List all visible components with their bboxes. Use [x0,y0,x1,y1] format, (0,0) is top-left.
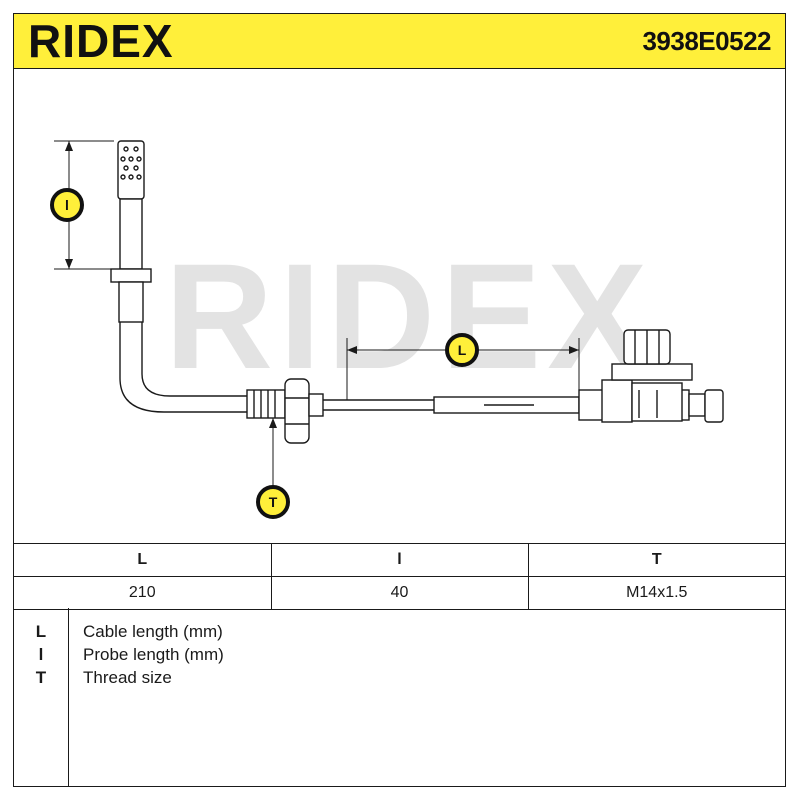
callout-cable-length: L [445,333,479,367]
hex-nut [284,378,310,444]
spec-header-cable-length: L [14,543,272,577]
spec-value-cable-length: 210 [14,576,272,610]
legend-desc: Thread size [83,668,172,687]
spec-value-thread-size: M14x1.5 [527,576,785,610]
spec-table-value-row: 210 40 M14x1.5 [14,576,785,610]
spec-table-header-row: L l T [14,543,785,577]
thread-fitting [246,389,286,419]
legend-divider [68,608,69,786]
svg-text:l: l [65,197,69,213]
callout-thread-size: T [256,485,290,519]
spec-header-thread-size: T [527,543,785,577]
probe-tip [117,140,145,200]
legend-key: l [38,645,44,664]
spec-table: L l T 210 40 M14x1.5 [14,543,785,610]
brand-logo: RIDEX [28,15,218,68]
part-number: 3938E0522 [642,26,771,56]
legend-item: L Cable length (mm) [14,620,785,643]
spec-sheet: RIDEX 3938E0522 RIDEX [13,13,786,787]
technical-drawing: RIDEX [14,68,785,543]
spec-value-probe-length: 40 [270,576,529,610]
svg-text:T: T [269,494,278,510]
probe-collar [110,268,152,283]
legend-key: T [35,668,47,687]
header-bar: RIDEX 3938E0522 [14,14,785,69]
legend: L Cable length (mm) l Probe length (mm) … [14,608,785,786]
cable [323,399,434,411]
legend-item: T Thread size [14,666,785,689]
legend-item: l Probe length (mm) [14,643,785,666]
legend-desc: Cable length (mm) [83,622,223,641]
callout-probe-length: l [50,188,84,222]
legend-key: L [35,622,47,641]
legend-desc: Probe length (mm) [83,645,224,664]
watermark-logo: RIDEX [165,232,653,400]
sensor-tube [119,322,247,413]
svg-text:L: L [458,342,467,358]
spec-header-probe-length: l [270,543,529,577]
svg-text:RIDEX: RIDEX [28,19,174,63]
